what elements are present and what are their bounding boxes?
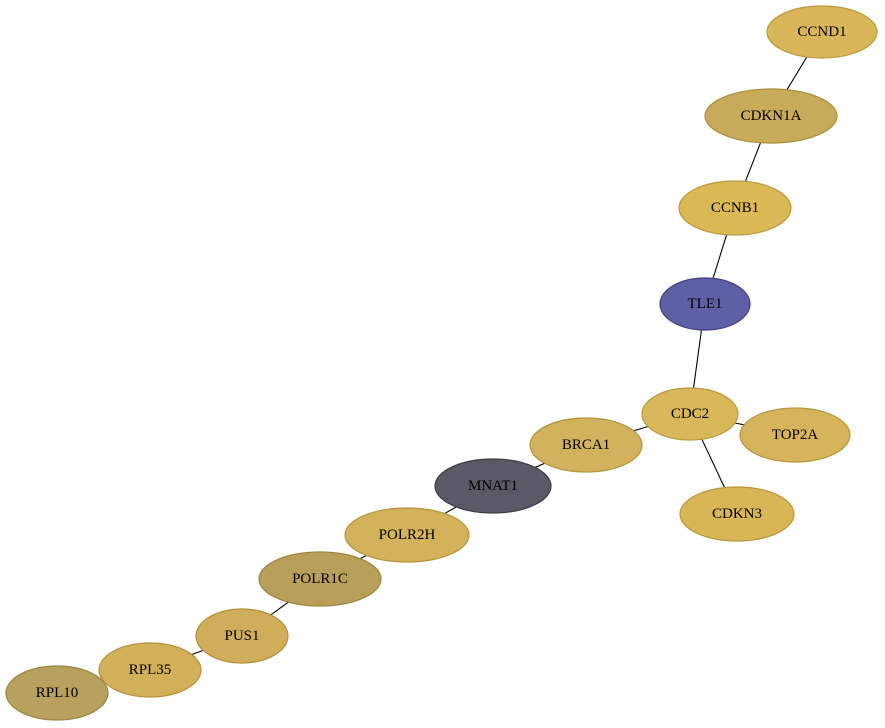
edge-brca1-mnat1: [534, 462, 545, 468]
edge-polr2h-polr1c: [359, 554, 367, 560]
node-shape-rpl10[interactable]: [5, 665, 109, 721]
node-label-pus1: PUS1: [224, 628, 259, 644]
node-shape-polr1c[interactable]: [258, 551, 382, 607]
edge-layer: [103, 56, 808, 683]
node-top2a[interactable]: TOP2A: [739, 407, 851, 463]
node-label-cdkn3: CDKN3: [712, 506, 762, 522]
edge-pus1-rpl35: [191, 649, 204, 656]
node-ccnb1[interactable]: CCNB1: [678, 180, 792, 236]
node-shape-rpl35[interactable]: [98, 642, 202, 698]
edge-cdc2-brca1: [633, 426, 649, 432]
node-cdkn3[interactable]: CDKN3: [679, 486, 795, 542]
node-shape-pus1[interactable]: [195, 608, 289, 664]
node-label-ccnd1: CCND1: [797, 24, 846, 40]
node-shape-cdkn3[interactable]: [679, 486, 795, 542]
node-pus1[interactable]: PUS1: [195, 608, 289, 664]
node-label-tle1: TLE1: [688, 296, 723, 312]
node-polr1c[interactable]: POLR1C: [258, 551, 382, 607]
edge-cdc2-top2a: [734, 422, 745, 426]
node-shape-cdc2[interactable]: [641, 387, 739, 441]
node-label-polr1c: POLR1C: [292, 571, 348, 587]
node-shape-cdkn1a[interactable]: [704, 88, 838, 144]
node-cdkn1a[interactable]: CDKN1A: [704, 88, 838, 144]
node-label-mnat1: MNAT1: [468, 478, 518, 494]
node-rpl10[interactable]: RPL10: [5, 665, 109, 721]
node-label-rpl35: RPL35: [129, 662, 172, 678]
edge-polr1c-pus1: [270, 601, 289, 616]
node-brca1[interactable]: BRCA1: [529, 417, 643, 473]
node-shape-top2a[interactable]: [739, 407, 851, 463]
node-label-top2a: TOP2A: [772, 427, 819, 443]
node-shape-ccnb1[interactable]: [678, 180, 792, 236]
node-shape-ccnd1[interactable]: [766, 5, 878, 59]
node-cdc2[interactable]: CDC2: [641, 387, 739, 441]
node-rpl35[interactable]: RPL35: [98, 642, 202, 698]
node-label-brca1: BRCA1: [562, 437, 610, 453]
edge-mnat1-polr2h: [444, 506, 457, 515]
node-shape-mnat1[interactable]: [434, 458, 552, 514]
edge-cdkn1a-ccnb1: [744, 142, 762, 182]
node-label-cdc2: CDC2: [671, 406, 709, 422]
node-shape-tle1[interactable]: [659, 277, 751, 331]
node-label-cdkn1a: CDKN1A: [741, 108, 802, 124]
node-label-polr2h: POLR2H: [379, 527, 436, 543]
node-polr2h[interactable]: POLR2H: [344, 507, 470, 563]
edge-ccnb1-tle1: [712, 234, 728, 279]
edge-cdc2-cdkn3: [701, 438, 726, 488]
node-label-ccnb1: CCNB1: [711, 200, 759, 216]
node-shape-polr2h[interactable]: [344, 507, 470, 563]
node-ccnd1[interactable]: CCND1: [766, 5, 878, 59]
edge-tle1-cdc2: [692, 329, 703, 389]
node-shape-brca1[interactable]: [529, 417, 643, 473]
node-label-rpl10: RPL10: [36, 685, 79, 701]
node-tle1[interactable]: TLE1: [659, 277, 751, 331]
node-mnat1[interactable]: MNAT1: [434, 458, 552, 514]
edge-ccnd1-cdkn1a: [786, 56, 808, 91]
